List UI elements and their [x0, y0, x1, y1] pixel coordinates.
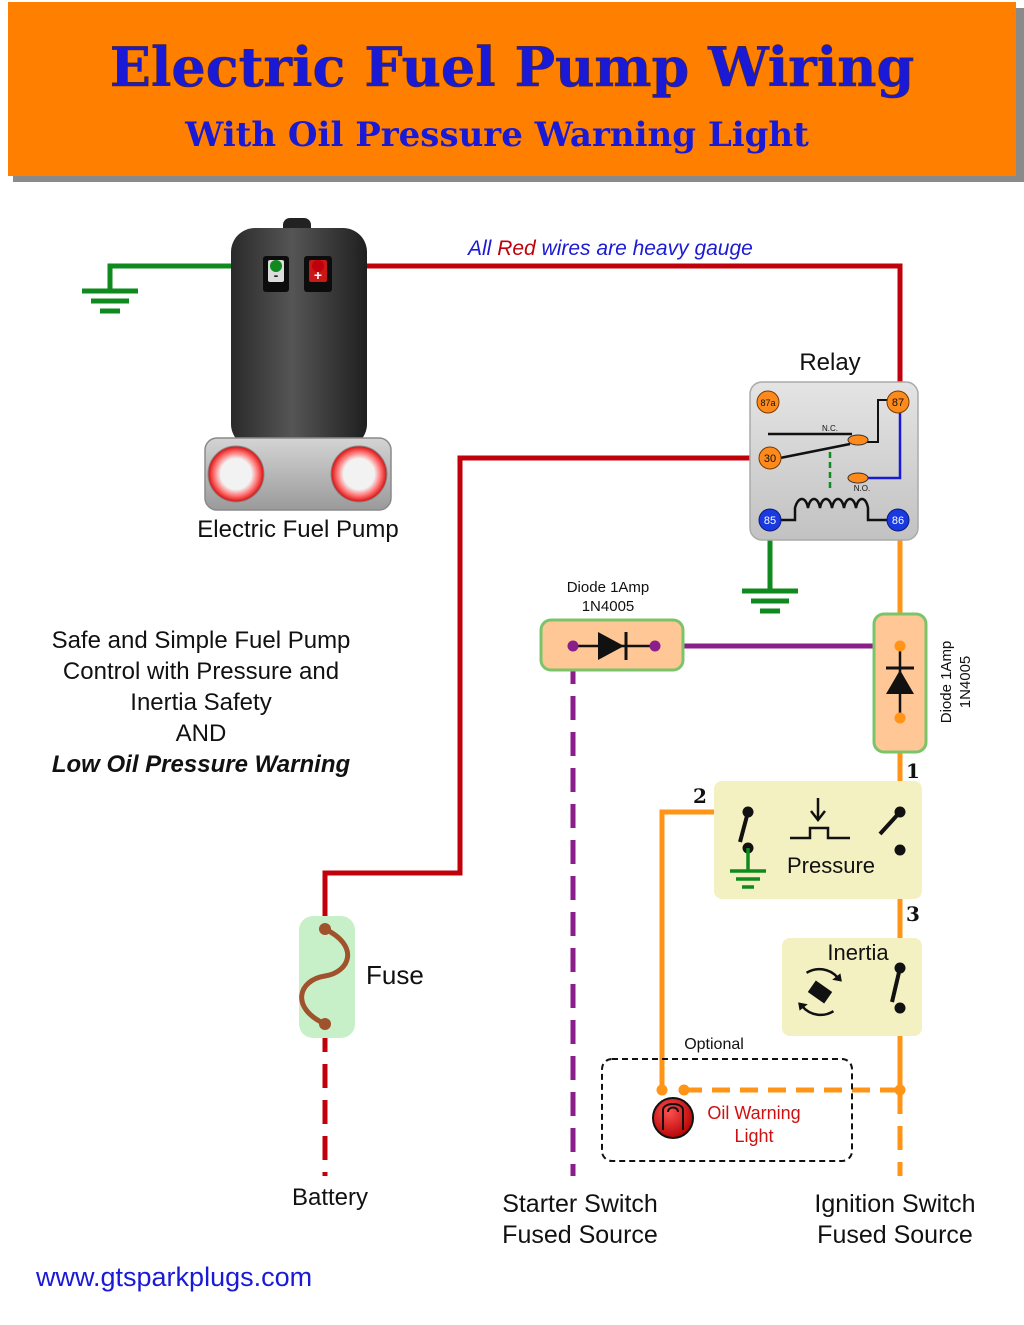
- pump-negative-terminal: -: [274, 267, 279, 283]
- pump-inlet-port: [207, 445, 265, 503]
- fuse-label: Fuse: [366, 960, 424, 990]
- desc-line3: Inertia Safety: [130, 689, 271, 716]
- heavy-gauge-note: All Red wires are heavy gauge: [466, 237, 753, 260]
- relay-pin-87a: 87a: [756, 390, 780, 414]
- diode-h-line1: Diode 1Amp: [567, 579, 650, 596]
- footer-url[interactable]: www.gtsparkplugs.com: [35, 1262, 312, 1292]
- note-prefix: All: [466, 237, 497, 260]
- wire-30-to-fuse: [322, 455, 768, 928]
- ignition-label-line1: Ignition Switch: [814, 1190, 975, 1218]
- pin-30-label: 30: [764, 453, 776, 465]
- pressure-label: Pressure: [787, 853, 875, 878]
- relay-box: N.C. N.O.: [749, 381, 919, 541]
- desc-line2: Control with Pressure and: [63, 658, 339, 685]
- pressure-switch: [714, 781, 922, 899]
- relay-no-label: N.O.: [854, 484, 870, 493]
- inertia-switch: [782, 938, 922, 1036]
- pump-ground: [82, 263, 276, 314]
- pressure-terminal-1: 1: [906, 759, 920, 783]
- lamp-label-line1: Oil Warning: [707, 1103, 800, 1123]
- subtitle: With Oil Pressure Warning Light: [184, 115, 809, 155]
- fuse: [299, 916, 355, 1038]
- title: Electric Fuel Pump Wiring: [110, 35, 915, 99]
- header-banner: Electric Fuel Pump Wiring With Oil Press…: [8, 2, 1024, 182]
- relay-pin-85: 85: [758, 508, 782, 532]
- diode-v-labels: Diode 1Amp 1N4005: [938, 641, 974, 724]
- wire-pump-to-87: [318, 263, 903, 400]
- pin-87a-label: 87a: [760, 398, 775, 408]
- lamp-label-line2: Light: [734, 1126, 773, 1146]
- optional-box: [601, 1058, 853, 1162]
- diode-horizontal: [539, 618, 685, 672]
- pressure-terminal-2: 2: [693, 784, 707, 808]
- relay-label: Relay: [799, 349, 860, 376]
- desc-line4: AND: [176, 720, 227, 747]
- diode-v-line1: Diode 1Amp: [938, 641, 955, 724]
- ignition-label-line2: Fused Source: [817, 1221, 973, 1249]
- note-red-word: Red: [497, 237, 537, 260]
- diode-h-line2: 1N4005: [582, 598, 635, 615]
- pump-positive-terminal: +: [314, 267, 322, 283]
- oil-warning-lamp: [652, 1084, 906, 1139]
- note-suffix: wires are heavy gauge: [536, 237, 753, 260]
- pump-label: Electric Fuel Pump: [197, 516, 398, 543]
- diode-vertical: [872, 612, 928, 754]
- pin-86-label: 86: [892, 515, 904, 527]
- starter-label-line2: Fused Source: [502, 1221, 658, 1249]
- description: Safe and Simple Fuel Pump Control with P…: [52, 627, 351, 778]
- desc-line1: Safe and Simple Fuel Pump: [52, 627, 351, 654]
- relay-pin-87: 87: [886, 390, 910, 414]
- relay-pin-86: 86: [886, 508, 910, 532]
- starter-label-line1: Starter Switch: [502, 1190, 658, 1218]
- fuel-pump: - +: [204, 218, 392, 511]
- diode-v-line2: 1N4005: [957, 656, 974, 709]
- desc-line5: Low Oil Pressure Warning: [52, 751, 351, 778]
- pump-outlet-port: [330, 445, 388, 503]
- battery-label: Battery: [292, 1184, 368, 1211]
- relay-nc-label: N.C.: [822, 424, 838, 433]
- inertia-icon: [798, 967, 842, 1017]
- pin-87-label: 87: [892, 397, 904, 409]
- relay-pin-30: 30: [758, 446, 782, 470]
- relay-coil: [770, 497, 900, 522]
- pin-85-label: 85: [764, 515, 776, 527]
- optional-label: Optional: [684, 1036, 744, 1053]
- pressure-terminal-3: 3: [906, 902, 920, 926]
- inertia-label: Inertia: [827, 940, 889, 965]
